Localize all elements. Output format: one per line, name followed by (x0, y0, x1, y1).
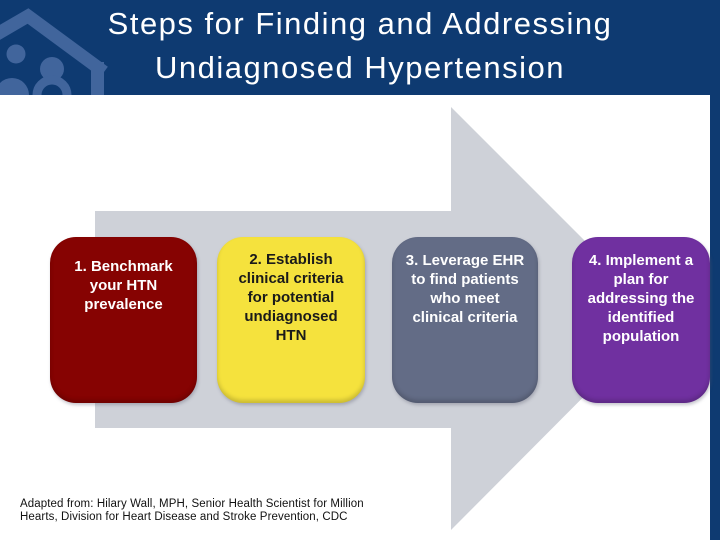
attribution-text: Adapted from: Hilary Wall, MPH, Senior H… (20, 498, 364, 523)
step-2-label: 2. Establish clinical criteria for poten… (238, 251, 344, 344)
slide-title: Steps for Finding and Addressing Undiagn… (0, 2, 720, 90)
step-4-label: 4. Implement a plan for addressing the i… (587, 252, 695, 345)
slide-title-line2: Undiagnosed Hypertension (155, 50, 565, 85)
step-box-4-implement-plan: 4. Implement a plan for addressing the i… (572, 237, 710, 403)
step-box-1-benchmark: 1. Benchmark your HTN prevalence (50, 237, 197, 403)
house-with-people-logo-icon (0, 8, 108, 95)
step-box-3-leverage-ehr: 3. Leverage EHR to find patients who mee… (392, 237, 538, 403)
right-arrow-icon (95, 107, 662, 530)
step-3-label: 3. Leverage EHR to find patients who mee… (405, 252, 525, 326)
right-edge-bar (710, 95, 720, 540)
step-box-2-establish-criteria: 2. Establish clinical criteria for poten… (217, 237, 365, 403)
slide-title-line1: Steps for Finding and Addressing (107, 6, 613, 41)
header: Steps for Finding and Addressing Undiagn… (0, 0, 720, 95)
step-1-label: 1. Benchmark your HTN prevalence (74, 258, 173, 313)
